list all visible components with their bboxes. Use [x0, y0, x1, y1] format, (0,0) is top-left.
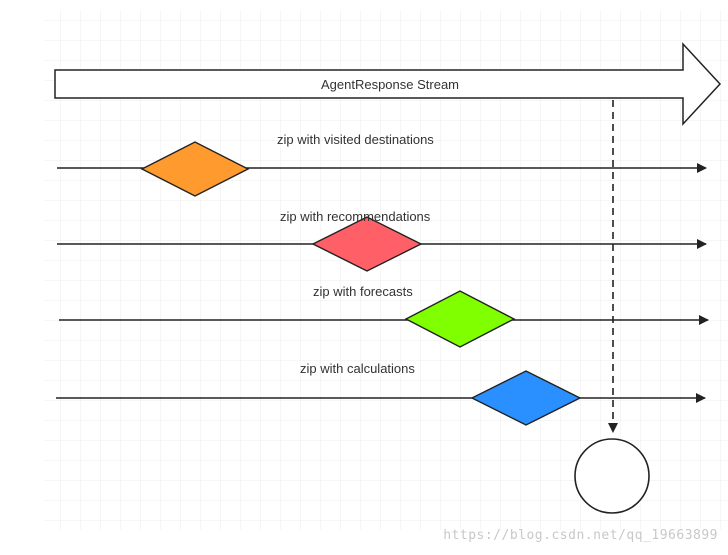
stream-visited-destinations: zip with visited destinations — [57, 132, 707, 197]
stream-label: zip with recommendations — [280, 209, 431, 224]
event-diamond — [311, 216, 423, 272]
agent-response-stream-arrow — [54, 42, 722, 126]
stream-label: zip with calculations — [300, 361, 415, 376]
event-diamond — [470, 370, 582, 426]
watermark: https://blog.csdn.net/qq_19663899 — [443, 528, 718, 543]
stream-forecasts: zip with forecasts — [59, 284, 709, 348]
event-diamond — [404, 290, 516, 348]
stream-title: AgentResponse Stream — [321, 77, 459, 92]
stream-label: zip with visited destinations — [277, 132, 434, 147]
result-node-circle — [574, 438, 650, 514]
stream-calculations: zip with calculations — [56, 361, 706, 426]
stream-recommendations: zip with recommendations — [57, 209, 707, 272]
stream-label: zip with forecasts — [313, 284, 413, 299]
event-diamond — [140, 141, 250, 197]
